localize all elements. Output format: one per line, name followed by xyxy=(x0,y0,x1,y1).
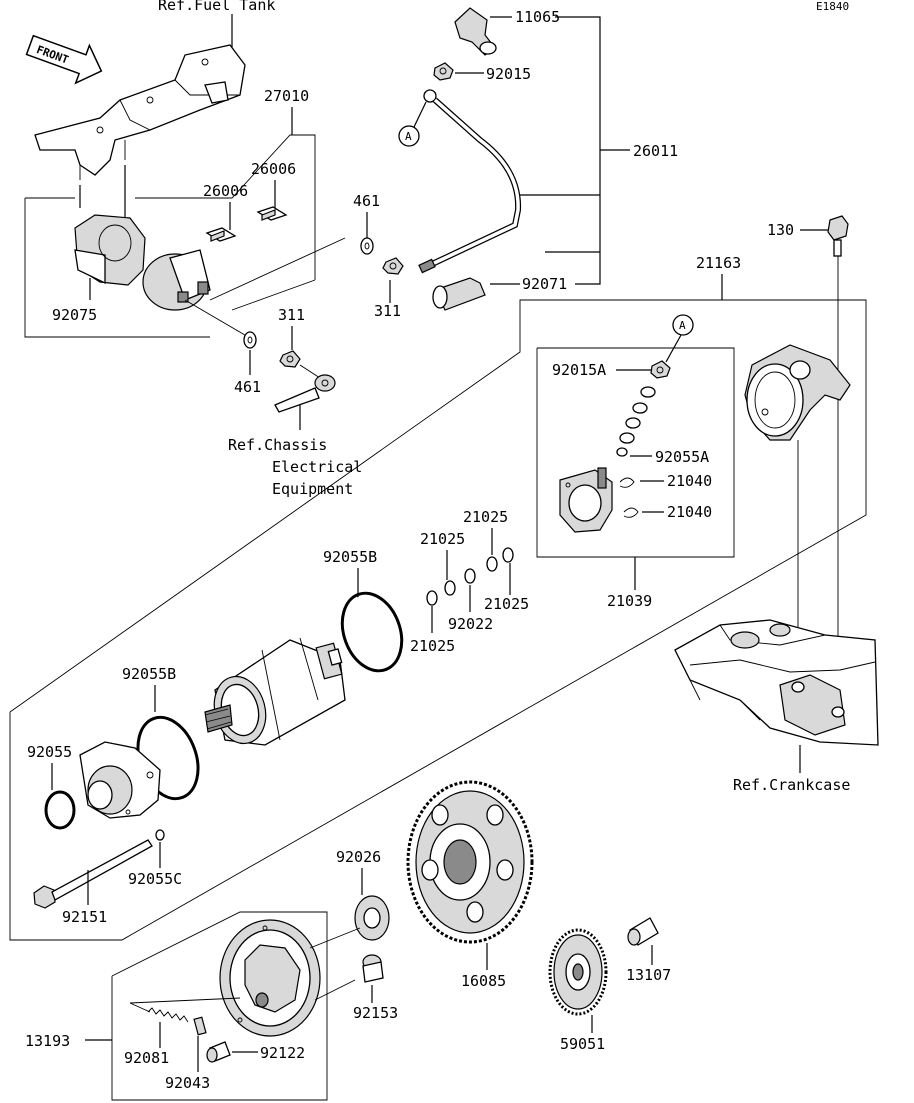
shaft-13107 xyxy=(627,917,659,946)
gear-59051 xyxy=(548,928,608,1016)
crankcase-section xyxy=(674,619,879,746)
label-21025-top: 21025 xyxy=(463,508,508,526)
nut-92015A xyxy=(650,360,671,379)
label-27010: 27010 xyxy=(264,87,309,105)
chassis-wire-terminal xyxy=(274,374,336,413)
label-21039: 21039 xyxy=(607,592,652,610)
oring-92055B-upper xyxy=(340,591,404,673)
fuse-26006-a xyxy=(205,227,237,242)
boot-92071 xyxy=(432,277,486,311)
starter-clutch xyxy=(219,919,321,1037)
bolt-130 xyxy=(827,215,849,257)
callout-a-upper-letter: A xyxy=(405,130,412,143)
label-21025-upper-left: 21025 xyxy=(420,530,465,548)
starter-gear-16085 xyxy=(406,780,534,944)
starter-relay xyxy=(142,249,211,311)
label-311-upper: 311 xyxy=(374,302,401,320)
label-92055B-upper: 92055B xyxy=(323,548,377,566)
roller-92122 xyxy=(206,1041,231,1063)
label-92015: 92015 xyxy=(486,65,531,83)
label-21040-a: 21040 xyxy=(667,472,712,490)
label-92153: 92153 xyxy=(353,1004,398,1022)
callout-a-lower-letter: A xyxy=(679,319,686,332)
label-92075: 92075 xyxy=(52,306,97,324)
label-16085: 16085 xyxy=(461,972,506,990)
oring-92055C xyxy=(155,829,165,841)
label-461-lower: 461 xyxy=(234,378,261,396)
bolt-92153 xyxy=(362,954,384,983)
starter-motor-yoke xyxy=(204,637,346,746)
ref-chassis-line2: Electrical xyxy=(272,458,362,476)
label-92043: 92043 xyxy=(165,1074,210,1092)
ref-fuel-tank: Ref.Fuel Tank xyxy=(158,0,275,14)
label-21040-b: 21040 xyxy=(667,503,712,521)
label-21163: 21163 xyxy=(696,254,741,272)
callout-a-upper xyxy=(398,125,420,147)
nut-311-upper xyxy=(382,257,404,275)
figure-code: E1840 xyxy=(816,0,849,13)
label-130: 130 xyxy=(767,221,794,239)
label-92081: 92081 xyxy=(124,1049,169,1067)
washer-92026 xyxy=(354,895,390,941)
brush-plate xyxy=(559,467,613,533)
label-92015A: 92015A xyxy=(552,361,606,379)
washer-461-lower xyxy=(243,331,257,349)
starter-end-cover xyxy=(744,344,851,441)
long-bolt-92151 xyxy=(33,839,153,909)
label-92055C: 92055C xyxy=(128,870,182,888)
spring-21040-b xyxy=(623,507,639,518)
label-13107: 13107 xyxy=(626,966,671,984)
label-92022: 92022 xyxy=(448,615,493,633)
fuse-26006-b xyxy=(256,206,288,221)
label-26006-b: 26006 xyxy=(251,160,296,178)
label-92055B-lower: 92055B xyxy=(122,665,176,683)
spring-92081 xyxy=(147,1007,189,1023)
washer-461-upper xyxy=(360,237,374,255)
ref-crankcase: Ref.Crankcase xyxy=(733,776,850,794)
shims xyxy=(426,547,514,606)
label-92122: 92122 xyxy=(260,1044,305,1062)
nut-311-lower xyxy=(279,350,301,368)
starter-front-cover xyxy=(79,741,161,819)
label-59051: 59051 xyxy=(560,1035,605,1053)
ref-chassis-line1: Ref.Chassis xyxy=(228,436,327,454)
label-311-lower: 311 xyxy=(278,306,305,324)
label-461-upper: 461 xyxy=(353,192,380,210)
label-92071: 92071 xyxy=(522,275,567,293)
front-arrow-icon: FRONT xyxy=(25,34,103,85)
label-13193: 13193 xyxy=(25,1032,70,1050)
label-92151: 92151 xyxy=(62,908,107,926)
label-92055: 92055 xyxy=(27,743,72,761)
callout-a-lower xyxy=(672,314,694,336)
relay-holder-92075 xyxy=(74,214,146,286)
label-92026: 92026 xyxy=(336,848,381,866)
spring-21040-a xyxy=(619,477,635,488)
fuel-tank-bracket xyxy=(34,44,246,180)
oring-92055 xyxy=(44,790,76,830)
label-11065: 11065 xyxy=(515,8,560,26)
battery-cable xyxy=(418,89,522,274)
label-26006-a: 26006 xyxy=(203,182,248,200)
pin-92043 xyxy=(193,1016,207,1036)
ref-chassis-line3: Equipment xyxy=(272,480,353,498)
terminal-cap-11065 xyxy=(454,7,497,56)
terminal-washers xyxy=(616,386,656,457)
label-92055A: 92055A xyxy=(655,448,709,466)
label-26011: 26011 xyxy=(633,142,678,160)
label-21025-bottom: 21025 xyxy=(410,637,455,655)
label-21025-right: 21025 xyxy=(484,595,529,613)
nut-92015 xyxy=(433,62,454,81)
